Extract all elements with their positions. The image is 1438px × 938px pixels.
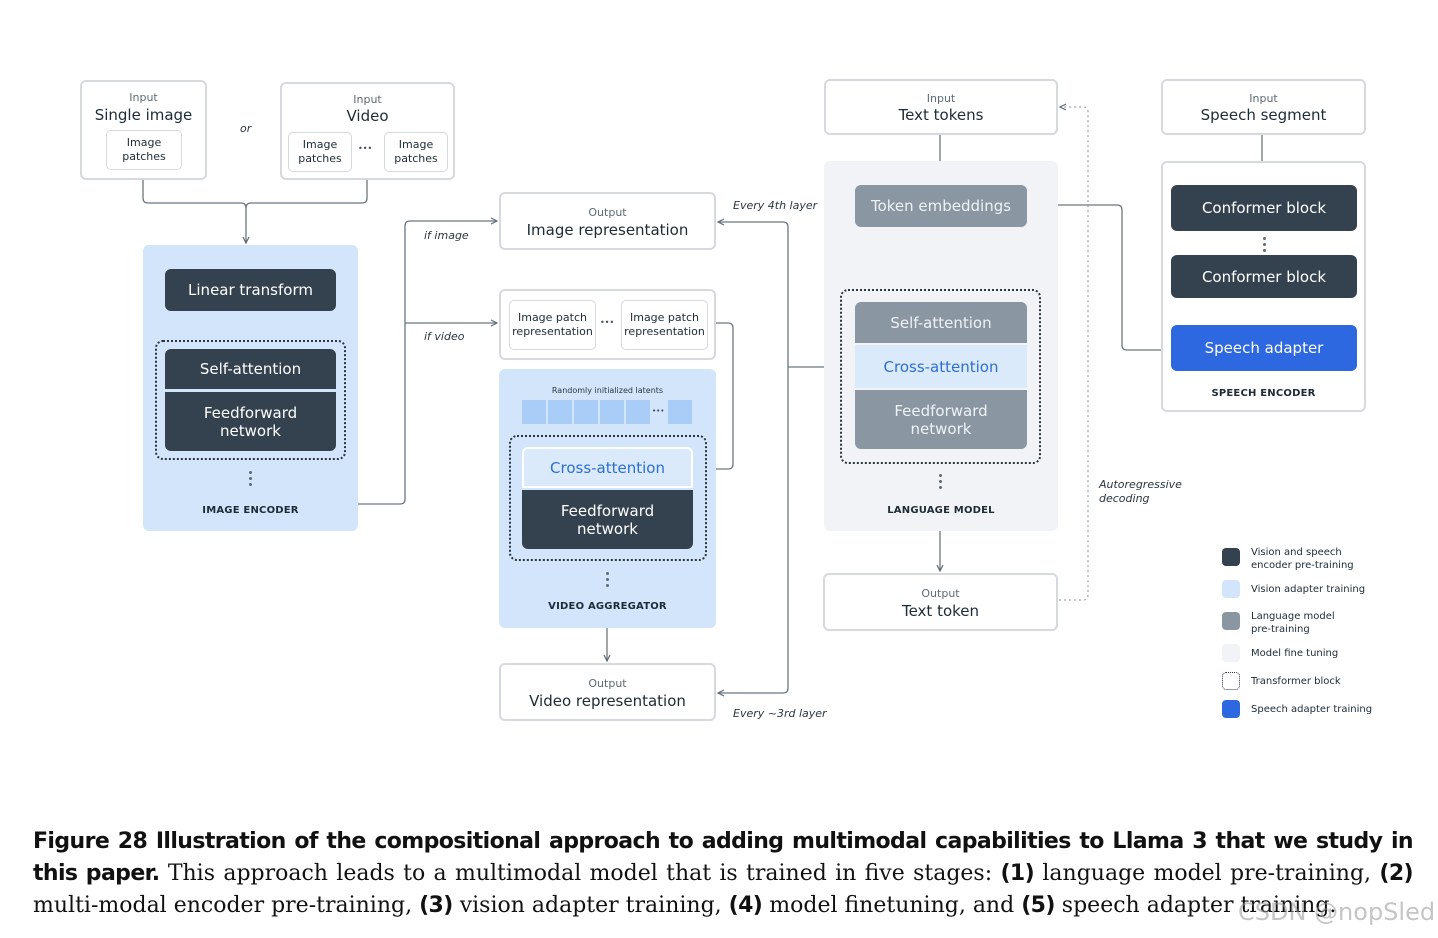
stage-number: (5) [1021, 893, 1055, 918]
transformer-block-outline [509, 435, 707, 561]
stage-number: (4) [728, 893, 763, 918]
watermark: CSDN @nopSled [1238, 898, 1436, 926]
caption-text: vision adapter training, [452, 893, 729, 918]
caption-text: speech adapter training. [1054, 893, 1337, 918]
input-label: Input [1249, 92, 1278, 105]
more-layers-dots [606, 572, 610, 590]
token-embeddings-block: Token embeddings [855, 185, 1027, 227]
conformer-block: Conformer block [1171, 185, 1357, 231]
caption-title: Figure 28 Illustration of the compositio… [33, 829, 1414, 886]
image-encoder-region: Linear transform Self-attention Feedforw… [143, 245, 358, 531]
input-title: Speech segment [1200, 106, 1327, 124]
legend-swatch [1222, 644, 1240, 662]
latent-cell [522, 400, 546, 424]
patch-representations-box: Image patch representation ••• Image pat… [499, 289, 716, 360]
speech-encoder-label: SPEECH ENCODER [1211, 388, 1316, 399]
conformer-block: Conformer block [1171, 255, 1357, 298]
legend-text: Model fine tuning [1251, 648, 1339, 659]
input-label: Input [353, 93, 382, 106]
input-title: Text tokens [898, 106, 984, 124]
output-title: Text token [901, 602, 980, 620]
linear-transform-block: Linear transform [165, 269, 336, 311]
every-4th-layer-label: Every 4th layer [733, 199, 818, 212]
legend-text: Speech adapter training [1251, 704, 1373, 715]
ellipsis: ••• [358, 144, 373, 153]
output-image-representation: Output Image representation [499, 192, 716, 250]
input-video-box: Input Video Image patches ••• Image patc… [280, 82, 455, 180]
latent-cell [600, 400, 624, 424]
speech-adapter-block: Speech adapter [1171, 325, 1357, 371]
feedforward-block: Feedforward network [522, 490, 693, 549]
feedforward-block: Feedforward network [855, 390, 1027, 449]
transformer-block-outline [155, 340, 346, 460]
input-speech-segment-box: Input Speech segment [1161, 79, 1366, 135]
input-title: Video [346, 107, 389, 125]
if-video-label: if video [424, 330, 465, 343]
ellipsis: ••• [600, 318, 615, 327]
caption-text: multi-modal encoder pre-training, [33, 893, 420, 918]
video-aggregator-label: VIDEO AGGREGATOR [548, 601, 667, 612]
image-patches-box: Image patches [384, 132, 448, 172]
legend-swatch [1222, 612, 1240, 630]
output-title: Video representation [529, 692, 686, 710]
image-patches-box: Image patches [288, 132, 352, 172]
legend-text: Vision and speech encoder pre-training [1251, 547, 1354, 571]
output-title: Image representation [526, 221, 689, 239]
output-label: Output [921, 587, 960, 600]
image-patches-box: Image patches [106, 130, 182, 170]
legend-swatch [1222, 580, 1240, 598]
stage-number: (3) [419, 893, 453, 918]
transformer-block-outline [840, 289, 1041, 464]
language-model-label: LANGUAGE MODEL [887, 505, 995, 516]
language-model-region: Token embeddings Self-attention Cross-at… [824, 161, 1058, 531]
input-label: Input [926, 92, 956, 105]
input-text-tokens-box: Input Text tokens [824, 79, 1058, 135]
feedforward-block: Feedforward network [165, 392, 336, 451]
more-layers-dots [249, 471, 253, 489]
latents-label: Randomly initialized latents [551, 386, 664, 395]
image-patch-representation: Image patch representation [621, 300, 708, 350]
ellipsis: ••• [652, 407, 665, 415]
cross-attention-block: Cross-attention [522, 447, 693, 488]
legend-swatch [1222, 700, 1240, 718]
caption-text: model finetuning, and [762, 893, 1022, 918]
autoregressive-label: Autoregressive decoding [1099, 478, 1182, 505]
video-aggregator-region: Randomly initialized latents ••• Cross-a… [499, 369, 716, 628]
input-title: Single image [94, 106, 193, 124]
input-label: Input [129, 91, 158, 104]
self-attention-block: Self-attention [165, 349, 336, 389]
caption-text: language model pre-training, [1034, 861, 1380, 886]
stage-number: (1) [1000, 861, 1035, 886]
caption-text: This approach leads to a multimodal mode… [159, 861, 1001, 886]
legend-swatch [1222, 672, 1240, 690]
legend-text: Vision adapter training [1251, 584, 1366, 595]
input-single-image-box: Input Single image Image patches [80, 80, 207, 180]
image-patch-representation: Image patch representation [509, 300, 596, 350]
if-image-label: if image [424, 229, 469, 242]
every-3rd-layer-label: Every ~3rd layer [733, 707, 827, 720]
legend-text: Language model pre-training [1251, 611, 1335, 635]
legend-swatch [1222, 548, 1240, 566]
latent-cell [574, 400, 598, 424]
output-video-representation: Output Video representation [499, 663, 716, 721]
cross-attention-block: Cross-attention [855, 345, 1027, 388]
stage-number: (2) [1379, 861, 1413, 886]
figure-caption: Figure 28 Illustration of the compositio… [33, 826, 1414, 922]
output-text-token: Output Text token [823, 573, 1058, 631]
output-label: Output [588, 206, 627, 219]
speech-encoder-region: Conformer block Conformer block Speech a… [1161, 161, 1366, 412]
or-label: or [240, 122, 252, 135]
latent-cell [626, 400, 650, 424]
output-label: Output [588, 677, 627, 690]
more-layers-dots [939, 474, 943, 492]
more-layers-dots [1263, 237, 1267, 255]
self-attention-block: Self-attention [855, 302, 1027, 343]
legend-text: Transformer block [1251, 676, 1341, 687]
latent-cell [668, 400, 692, 424]
image-encoder-label: IMAGE ENCODER [202, 505, 299, 516]
latent-cell [548, 400, 572, 424]
